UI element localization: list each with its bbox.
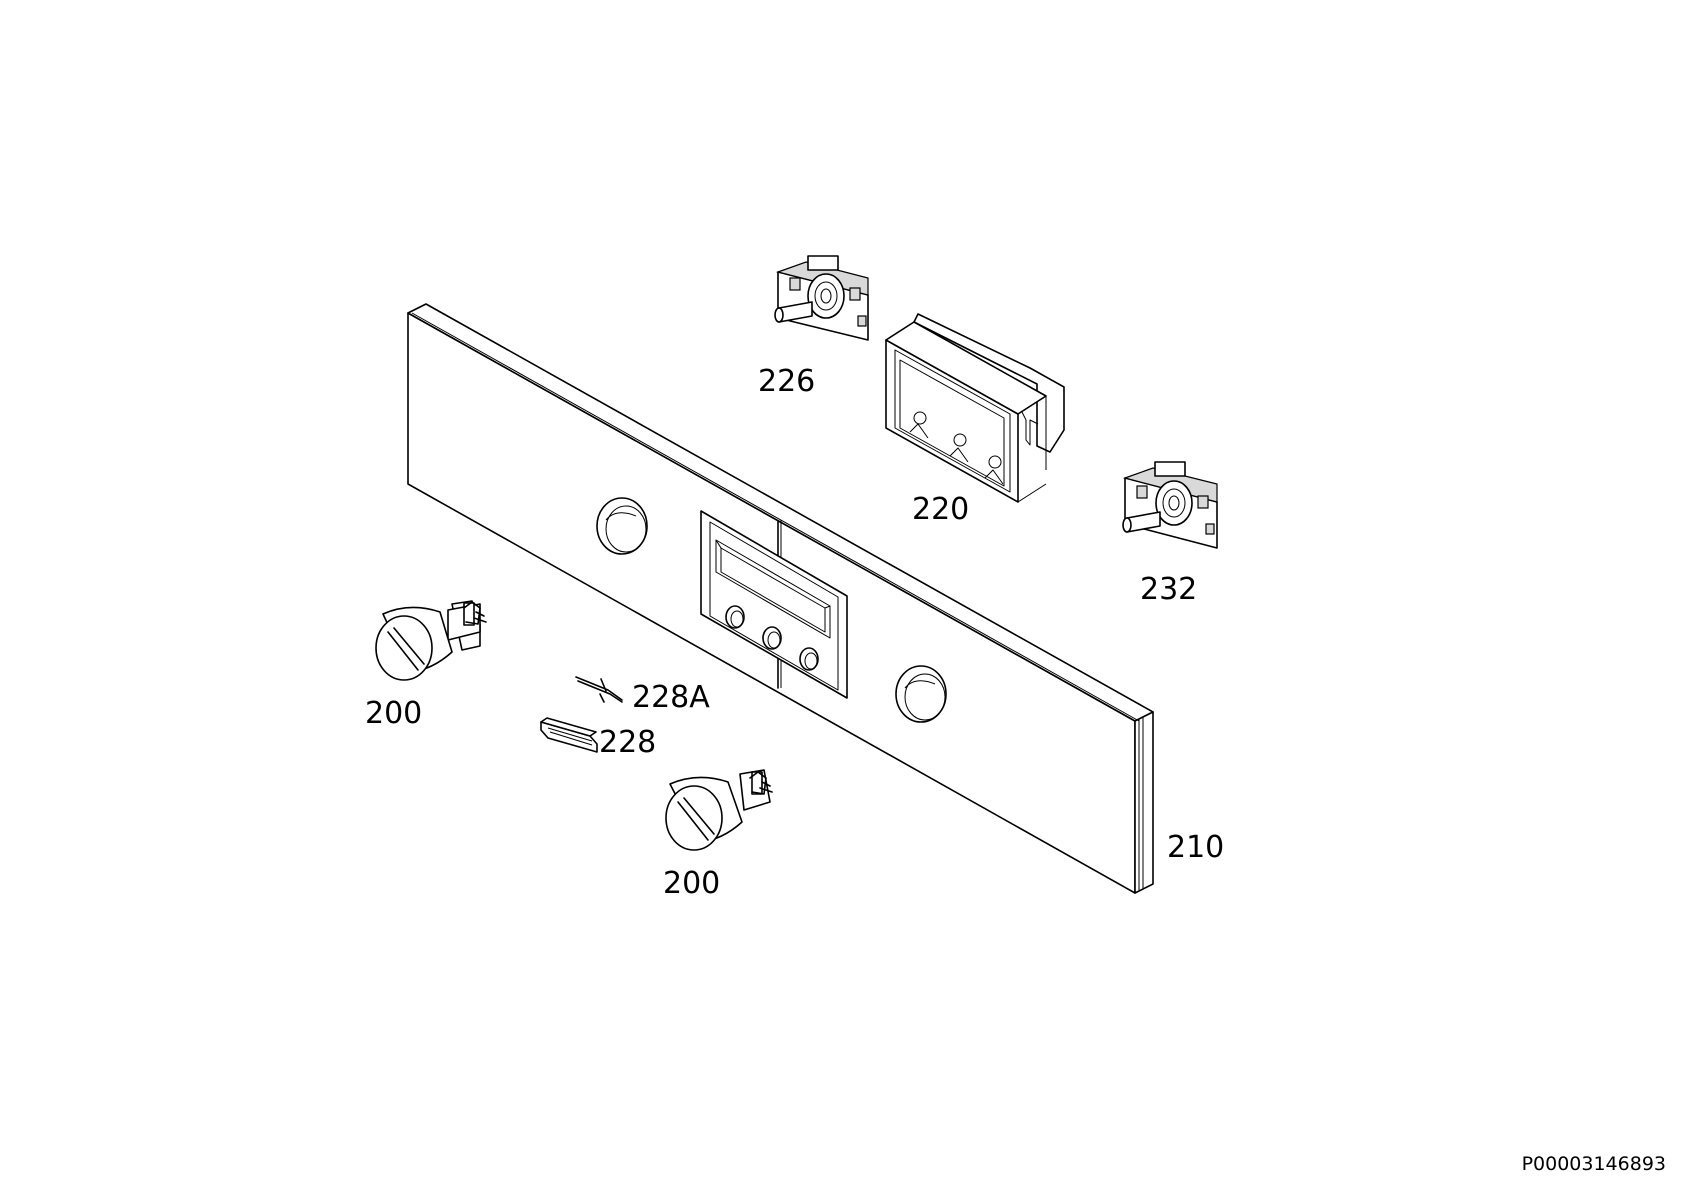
rotary-switch-232 xyxy=(1122,461,1218,549)
knob-200-bottom xyxy=(665,769,773,851)
shaft-228A xyxy=(575,676,623,703)
label-display-module-220: 220 xyxy=(912,492,969,527)
label-shaft-228A: 228A xyxy=(632,680,710,715)
rotary-switch-226 xyxy=(774,255,869,341)
display-module-220 xyxy=(885,313,1065,503)
panel-hole-left xyxy=(596,497,648,555)
label-button-228: 228 xyxy=(599,725,656,760)
label-switch-232: 232 xyxy=(1140,572,1197,607)
knob-200-left xyxy=(375,600,487,681)
label-knob-200-bottom: 200 xyxy=(663,866,720,901)
display-window xyxy=(700,510,848,699)
label-switch-226: 226 xyxy=(758,364,815,399)
panel-hole-right xyxy=(895,665,947,723)
document-id: P00003146893 xyxy=(1522,1153,1666,1175)
label-knob-200-left: 200 xyxy=(365,696,422,731)
button-228 xyxy=(540,717,598,753)
label-control-panel-210: 210 xyxy=(1167,830,1224,865)
display-button-holes xyxy=(725,605,819,671)
control-panel-210 xyxy=(407,303,1154,894)
